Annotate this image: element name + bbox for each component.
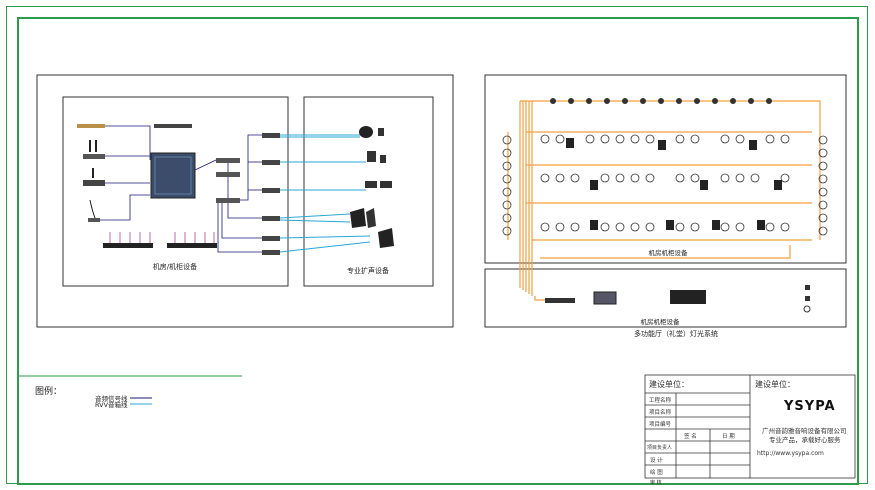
amplifier-icon-2	[262, 160, 280, 165]
gooseneck-mic-icon	[88, 199, 100, 222]
side-fixtures-left	[502, 135, 512, 236]
lighting-console-icon	[593, 291, 617, 305]
lighting-top-label: 机房机柜设备	[649, 248, 689, 257]
legend-title: 图例：	[35, 387, 63, 397]
wireless-receiver-icon	[77, 124, 105, 128]
company-slogan: 专业产品，承载好心服务	[769, 436, 841, 444]
amplifier-icon-3	[262, 188, 280, 193]
title-block-grid	[644, 374, 856, 479]
sign-label: 签 名	[684, 434, 697, 440]
subwoofer-icon-1	[365, 181, 377, 188]
row-project-lead: 项目负责人	[647, 445, 673, 451]
legend-light-icon-2	[805, 296, 810, 301]
speaker-icon-1	[359, 126, 373, 138]
lighting-bottom-label: 机房机柜设备	[641, 317, 681, 326]
wireless-rack-icon-1	[103, 243, 153, 248]
amplifier-icon-5	[262, 236, 280, 241]
machine-room-label: 机房/机柜设备	[153, 262, 197, 271]
legend-light-icon-3	[803, 305, 811, 313]
legend-label-audio: 音频信号线	[95, 395, 128, 403]
mixer-icon	[150, 152, 196, 199]
date-label: 日 期	[722, 434, 735, 440]
line-array-icon-2	[366, 208, 376, 228]
row-review: 审 核	[650, 480, 662, 486]
feedback-suppressor-icon	[216, 172, 240, 177]
crossover-icon	[216, 198, 240, 203]
dmx-lines	[507, 100, 821, 301]
amplifier-icon-1	[262, 133, 280, 138]
row-item-number: 项目编号	[649, 422, 672, 428]
processor-icon	[154, 124, 192, 128]
dimmer-rack-icon	[545, 298, 575, 303]
brand-logo: YSYPA	[784, 399, 836, 414]
lighting-bottom-box	[484, 268, 847, 328]
antenna-arrows-1	[109, 232, 215, 243]
row-project-name: 工程名称	[649, 398, 672, 404]
speaker-icon-4	[380, 155, 386, 163]
row-design: 设 计	[650, 458, 663, 464]
side-fixtures-right	[818, 135, 828, 236]
top-fixture-row	[550, 98, 772, 104]
row-drawing: 绘 图	[650, 470, 663, 476]
pro-audio-box	[303, 96, 434, 287]
speaker-icon-2	[378, 128, 384, 136]
effect-unit-icon	[216, 158, 240, 163]
par-row-1	[540, 134, 790, 144]
build-unit-right: 建设单位：	[755, 380, 795, 389]
subwoofer-icon-2	[380, 181, 392, 188]
moving-head-fixtures	[566, 138, 782, 230]
lighting-top-box	[484, 74, 847, 264]
power-distribution-icon	[670, 290, 706, 304]
pro-audio-label: 专业扩声设备	[347, 266, 389, 275]
line-array-icon-3	[378, 228, 394, 248]
amplifier-icon-6	[262, 250, 280, 255]
company-name: 广州音韵雅音响设备有限公司	[762, 427, 847, 435]
lighting-system-title: 多功能厅（礼堂）灯光系统	[634, 329, 718, 338]
wireless-rack-icon-2	[167, 243, 217, 248]
company-website: http://www.ysypa.com	[757, 450, 824, 457]
legend-label-rvv: RVV音箱线	[95, 401, 128, 409]
row-item-name: 项目名称	[649, 410, 672, 416]
legend-light-icon-1	[805, 285, 810, 290]
par-row-3	[540, 222, 790, 232]
line-array-icon-1	[350, 208, 366, 228]
audio-diagram-frame	[36, 74, 454, 328]
inner-frame	[17, 17, 859, 485]
handheld-mic-icon	[83, 140, 105, 159]
desk-mic-icon	[83, 168, 105, 186]
amplifier-icon-4	[262, 216, 280, 221]
speaker-icon-3	[367, 151, 376, 162]
par-row-2	[540, 173, 790, 183]
machine-room-box	[62, 96, 289, 287]
build-unit-left: 建设单位：	[649, 380, 689, 389]
